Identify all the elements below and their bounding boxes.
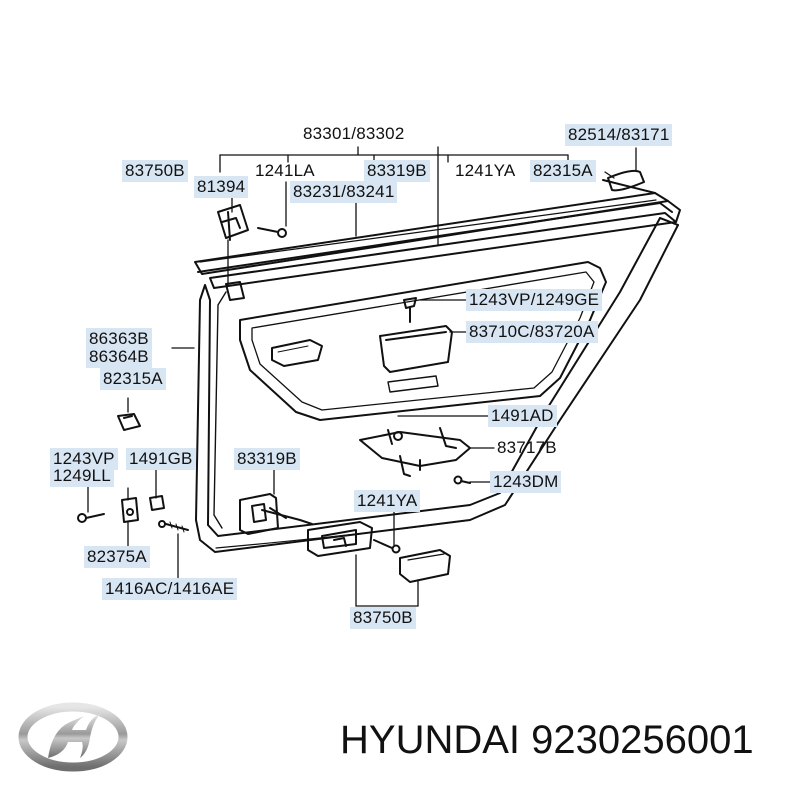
- hyundai-logo-icon: [18, 700, 128, 780]
- label-86364b: 86364B: [86, 346, 152, 368]
- label-1491gb: 1491GB: [126, 448, 196, 470]
- screw-1416ac: [158, 520, 189, 533]
- bracket-83319b: [239, 493, 313, 535]
- leader-lines: [87, 146, 637, 607]
- label-83301-83302: 83301/83302: [303, 124, 405, 143]
- label-1491ad: 1491AD: [488, 405, 557, 427]
- clip-81394: [217, 204, 249, 301]
- screw-1243dm: [453, 475, 471, 485]
- bracket-83717b: [359, 427, 471, 477]
- label-82315a-left: 82315A: [100, 368, 166, 390]
- label-83750b-top: 83750B: [122, 160, 188, 182]
- label-82315a-top: 82315A: [530, 160, 596, 182]
- label-83750b-bottom: 83750B: [350, 607, 416, 629]
- label-1249ll: 1249LL: [50, 465, 114, 487]
- label-1241la: 1241LA: [255, 161, 315, 180]
- pull-handle-cover: [399, 549, 451, 583]
- label-82375a: 82375A: [84, 546, 150, 568]
- label-1243vp-left: 1243VP: [50, 448, 118, 470]
- clip-1491gb: [149, 495, 165, 511]
- clip-82315a: [117, 413, 141, 431]
- belt-moulding: [194, 179, 681, 289]
- label-1241ya-mid: 1241YA: [354, 490, 421, 512]
- label-1416ac-1416ae: 1416AC/1416AE: [102, 578, 238, 600]
- label-82514-83171: 82514/83171: [565, 124, 673, 146]
- label-83710c-83720a: 83710C/83720A: [466, 321, 598, 343]
- label-1243vp-1249ge: 1243VP/1249GE: [466, 289, 603, 311]
- label-86363b: 86363B: [86, 328, 152, 350]
- label-83231-83241: 83231/83241: [290, 181, 398, 203]
- pull-housing-83750b: [307, 521, 373, 557]
- screw-1243vp-top: [403, 297, 417, 323]
- label-83319b-mid: 83319B: [234, 448, 300, 470]
- label-83319b-top: 83319B: [364, 160, 430, 182]
- label-81394: 81394: [194, 176, 249, 198]
- screw-1243vp-left: [77, 513, 105, 523]
- brand-part-number: HYUNDAI 9230256001: [340, 718, 754, 762]
- label-1243dm: 1243DM: [490, 471, 562, 493]
- screw-1241ya: [373, 539, 401, 554]
- handle-bezel-83710c: [379, 325, 453, 393]
- label-83717b: 83717B: [497, 438, 557, 457]
- door-trim-panel: [195, 217, 679, 553]
- screw-1241la: [257, 227, 287, 238]
- cap-82514: [607, 169, 645, 192]
- label-1241ya-top: 1241YA: [455, 161, 516, 180]
- bracket-82375a: [121, 497, 139, 523]
